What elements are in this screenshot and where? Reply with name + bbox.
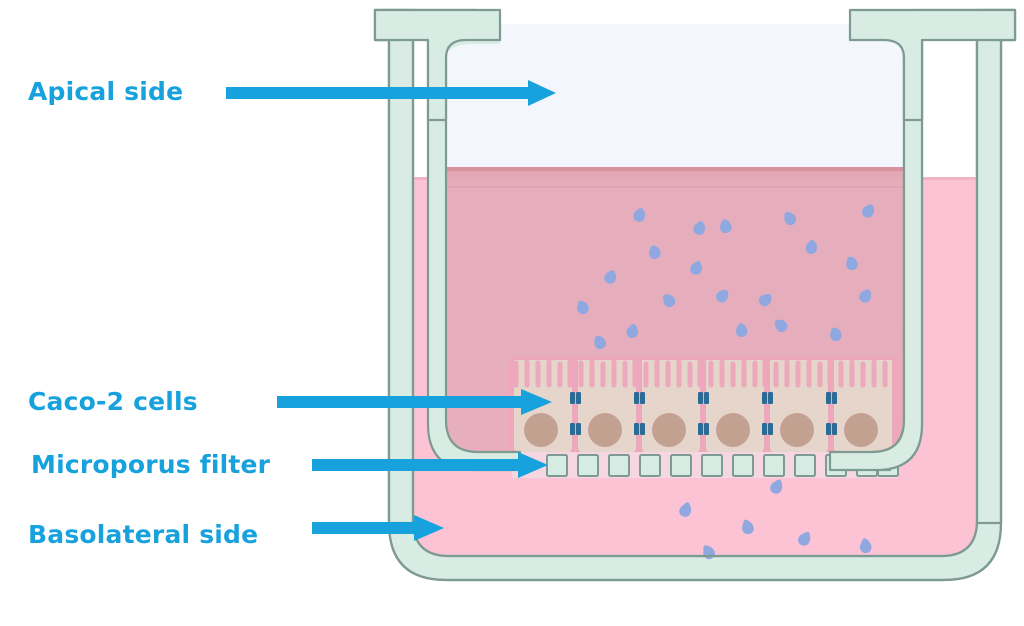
basolateral-arrow	[312, 515, 444, 541]
cell-nucleus	[524, 413, 878, 447]
label-microporus-filter: Microporus filter	[31, 450, 271, 479]
caco-arrow	[277, 389, 552, 415]
microvilli-brush-border	[513, 359, 898, 388]
tight-junction	[570, 392, 837, 435]
transwell-insert-rim	[373, 8, 1017, 122]
label-apical-side: Apical side	[28, 77, 184, 106]
apical-arrow	[226, 80, 556, 106]
basolateral-particles	[679, 479, 872, 560]
filter-arrow	[312, 452, 548, 478]
apical-particles	[577, 204, 875, 350]
label-caco2-cells: Caco-2 cells	[28, 387, 198, 416]
label-basolateral-side: Basolateral side	[28, 520, 259, 549]
caco2-cell-monolayer	[508, 356, 902, 456]
